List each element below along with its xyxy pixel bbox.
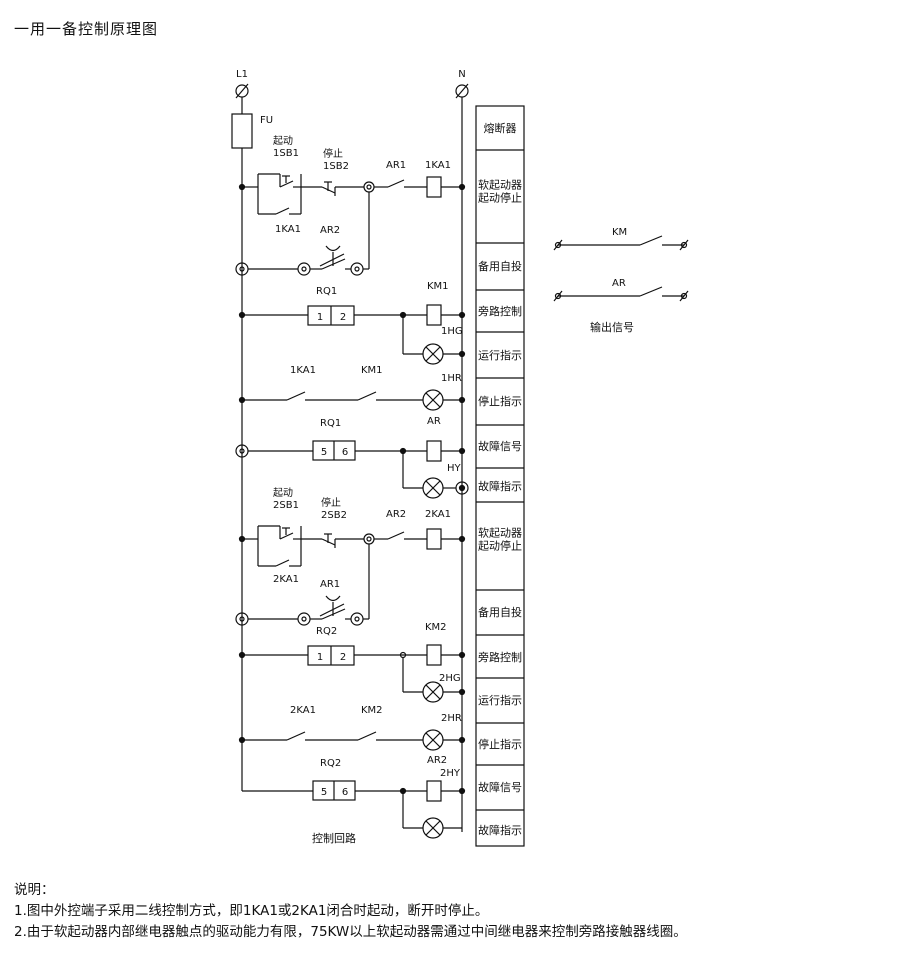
label-2ka1-b: 2KA1	[290, 705, 316, 716]
label-rq2-b: RQ2	[320, 758, 341, 769]
coil-km2	[426, 644, 442, 666]
control-circuit-diagram: L1 N FU 起动 1SB1 停止 1SB2 AR1 1KA1 1KA1 AR…	[231, 69, 689, 847]
label-1sb1: 1SB1	[273, 148, 299, 159]
lamp-hy	[422, 477, 444, 499]
label-terminal-5: 5	[321, 447, 327, 458]
ar1-contact	[387, 179, 427, 188]
sidebar-label-2: 软起动器起动停止	[478, 178, 522, 205]
sidebar-label-12: 运行指示	[478, 693, 522, 707]
notes-line-1: 1.图中外控端子采用二线控制方式，即1KA1或2KA1闭合时起动，断开时停止。	[14, 903, 489, 919]
label-n: N	[458, 69, 465, 80]
label-rq2: RQ2	[316, 626, 337, 637]
terminal-sidebar	[475, 105, 525, 847]
sidebar-label-13: 停止指示	[478, 737, 522, 751]
notes-heading: 说明：	[14, 882, 55, 898]
label-ar1-b: AR1	[320, 579, 340, 590]
label-ar2-coil: AR2	[427, 755, 447, 766]
label-terminal-1b: 1	[317, 652, 323, 663]
sidebar-label-11: 旁路控制	[478, 650, 522, 664]
label-ar: AR	[427, 416, 441, 427]
label-terminal-1: 1	[317, 312, 323, 323]
label-terminal-2: 2	[340, 312, 346, 323]
label-1ka1-coil: 1KA1	[425, 160, 451, 171]
label-l1: L1	[236, 69, 248, 80]
coil-1ka1	[426, 176, 442, 198]
ar1-contact-unit2	[310, 595, 346, 620]
notes: 说明： 1.图中外控端子采用二线控制方式，即1KA1或2KA1闭合时起动，断开时…	[14, 880, 687, 943]
lamp-1hr	[422, 389, 444, 411]
label-ar2-b: AR2	[386, 509, 406, 520]
label-rq1-b: RQ1	[320, 418, 341, 429]
label-1ka1-contact: 1KA1	[275, 224, 301, 235]
page-title: 一用一备控制原理图	[14, 20, 159, 38]
label-ar1: AR1	[386, 160, 406, 171]
label-2sb1: 2SB1	[273, 500, 299, 511]
sidebar-label-5: 运行指示	[478, 348, 522, 362]
sidebar-label-6: 停止指示	[478, 394, 522, 408]
sidebar-label-3: 备用自投	[478, 259, 522, 273]
label-2hg: 2HG	[439, 673, 461, 684]
label-terminal-5b: 5	[321, 787, 327, 798]
label-start-1: 起动	[273, 135, 293, 147]
label-stop-2: 停止	[321, 496, 341, 509]
label-km2: KM2	[425, 622, 447, 633]
label-ar2: AR2	[320, 225, 340, 236]
sidebar-label-15: 故障指示	[478, 823, 522, 837]
coil-ar	[426, 440, 442, 462]
label-output-ar: AR	[612, 278, 626, 289]
sidebar-label-9: 软起动器起动停止	[478, 526, 522, 553]
label-1hg: 1HG	[441, 326, 463, 337]
lamp-2hy	[422, 817, 444, 839]
label-hy: HY	[447, 463, 462, 474]
n-terminal-symbol	[455, 83, 469, 99]
lamp-1hg	[422, 343, 444, 365]
sidebar-label-10: 备用自投	[478, 605, 522, 619]
label-terminal-2b: 2	[340, 652, 346, 663]
label-2hy: 2HY	[440, 768, 461, 779]
label-start-2: 起动	[273, 487, 293, 499]
output-ar-contact	[553, 286, 689, 302]
sidebar-label-4: 旁路控制	[478, 304, 522, 318]
label-output-signals: 输出信号	[590, 320, 634, 334]
label-1hr: 1HR	[441, 373, 462, 384]
start-button-2sb1	[257, 525, 302, 567]
ar2-contact-unit2	[387, 531, 427, 540]
notes-line-2: 2.由于软起动器内部继电器触点的驱动能力有限，75KW以上软起动器需通过中间继电…	[14, 924, 687, 940]
output-km-contact	[553, 235, 689, 251]
stop-button-1sb2	[321, 181, 364, 196]
label-stop-1: 停止	[323, 147, 343, 160]
lamp-2hg	[422, 681, 444, 703]
label-output-km: KM	[612, 227, 627, 238]
sidebar-label-1: 熔断器	[484, 121, 517, 135]
label-km1-b: KM1	[361, 365, 383, 376]
label-2sb2: 2SB2	[321, 510, 347, 521]
label-2ka1-coil: 2KA1	[425, 509, 451, 520]
sidebar-labels: 熔断器软起动器起动停止备用自投旁路控制运行指示停止指示故障信号故障指示软起动器起…	[478, 121, 522, 837]
lamp-2hr	[422, 729, 444, 751]
coil-ar2	[426, 780, 442, 802]
label-rq1: RQ1	[316, 286, 337, 297]
label-terminal-6b: 6	[342, 787, 348, 798]
label-1ka1-b: 1KA1	[290, 365, 316, 376]
label-2hr: 2HR	[441, 713, 462, 724]
label-fu: FU	[260, 115, 273, 126]
sidebar-label-14: 故障信号	[478, 780, 522, 794]
label-terminal-6: 6	[342, 447, 348, 458]
coil-2ka1	[426, 528, 442, 550]
label-control-circuit: 控制回路	[312, 831, 356, 845]
sidebar-label-7: 故障信号	[478, 439, 522, 453]
coil-km1	[426, 304, 442, 326]
fuse-fu	[231, 113, 253, 149]
sidebar-dividers	[476, 149, 524, 811]
label-km1: KM1	[427, 281, 449, 292]
ar2-contact	[310, 245, 346, 270]
sidebar-label-8: 故障指示	[478, 479, 522, 493]
start-button-1sb1	[257, 173, 302, 215]
label-1sb2: 1SB2	[323, 161, 349, 172]
label-2ka1-contact: 2KA1	[273, 574, 299, 585]
label-km2-b: KM2	[361, 705, 383, 716]
l1-terminal-symbol	[235, 83, 249, 99]
stop-button-2sb2	[321, 533, 364, 548]
